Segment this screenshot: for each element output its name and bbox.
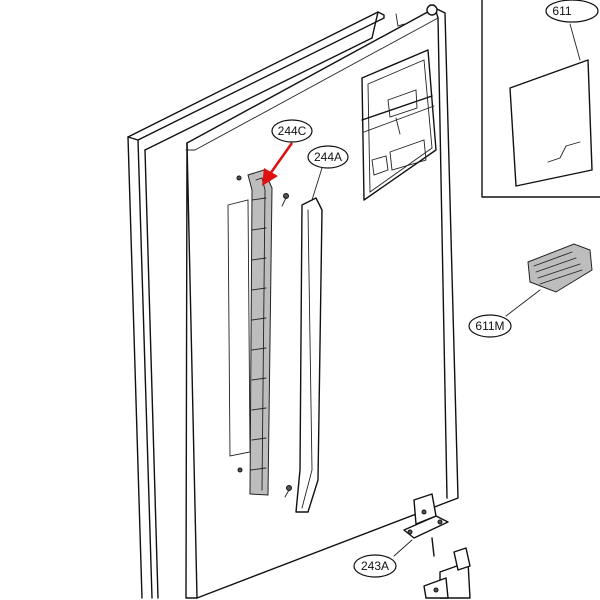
- label-244c: 244C: [278, 124, 307, 138]
- label-244a: 244A: [314, 150, 342, 164]
- hinge-243a: 243A: [353, 493, 449, 578]
- lower-hinge-hole: [433, 587, 439, 593]
- hinge-hole-3: [437, 519, 443, 525]
- hinge-hole: [421, 509, 427, 515]
- inset-box-611: 611: [481, 0, 600, 198]
- dispenser-recess: [361, 49, 437, 201]
- screw-bottom-left: [237, 467, 243, 473]
- label-243a: 243A: [361, 559, 389, 573]
- arrow-head: [262, 168, 278, 186]
- screw-top-left: [236, 175, 242, 181]
- screws: [236, 175, 292, 498]
- door-gasket: [127, 11, 385, 599]
- part-611m: 611M: [468, 243, 593, 338]
- label-611-partial: 611: [552, 4, 571, 18]
- handle-cover-244a: [295, 197, 323, 513]
- highlight-arrow: [262, 142, 294, 186]
- callout-244a: 244A: [307, 145, 349, 201]
- hinge-pin-top: [426, 4, 438, 16]
- callout-244c: 244C: [271, 119, 313, 143]
- lower-hinge-assembly: [423, 547, 471, 599]
- hinge-hole-2: [407, 529, 413, 535]
- label-611m: 611M: [475, 319, 504, 333]
